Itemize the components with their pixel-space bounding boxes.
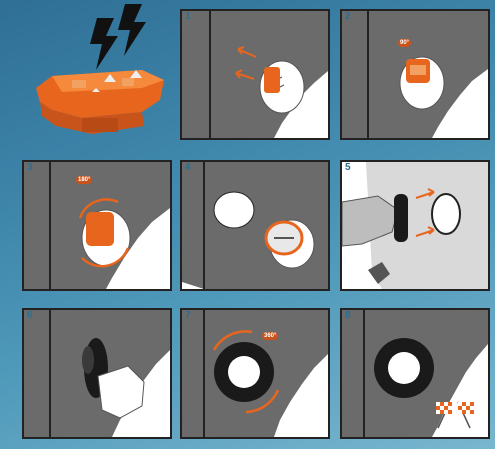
- plug-disc-icon: [266, 222, 302, 254]
- step-illustration: [24, 162, 170, 289]
- step-illustration: [182, 11, 328, 138]
- step-number: 3: [27, 163, 33, 173]
- step-number: 7: [185, 311, 191, 321]
- step-number: 2: [345, 12, 351, 22]
- step-illustration: [342, 310, 488, 437]
- step-illustration: [342, 11, 488, 138]
- step-number: 6: [27, 311, 33, 321]
- orange-tool-icon: [86, 212, 114, 246]
- orange-tool-icon: [264, 67, 280, 93]
- step-panel-2: 2 90°: [340, 9, 490, 140]
- lightning-bolt-icon: [90, 18, 118, 70]
- wall-hole-icon: [214, 192, 254, 228]
- step-panel-6: 6: [22, 308, 172, 439]
- black-seal-ring-icon: [374, 338, 434, 398]
- orange-tool-icon: [36, 70, 164, 134]
- step-number: 1: [185, 12, 191, 22]
- step-illustration: [24, 310, 170, 437]
- rotation-label: 360°: [262, 332, 278, 340]
- lightning-bolt-icon: [118, 4, 146, 56]
- step-number: 4: [185, 163, 191, 173]
- step-panel-8: 8: [340, 308, 490, 439]
- step-panel-5: 5: [340, 160, 490, 291]
- rotation-label: 90°: [398, 39, 411, 47]
- product-illustration: [22, 0, 172, 150]
- step-panel-4: 4: [180, 160, 330, 291]
- step-illustration: [342, 162, 488, 289]
- step-panel-7: 7 360°: [180, 308, 330, 439]
- step-number: 5: [345, 163, 351, 173]
- step-illustration: [182, 310, 328, 437]
- wall-hole-icon: [432, 194, 460, 234]
- step-illustration: [182, 162, 328, 289]
- rotation-label: 180°: [76, 176, 92, 184]
- step-panel-1: 1: [180, 9, 330, 140]
- black-seal-ring-icon: [394, 194, 408, 242]
- orange-tool-icon: [406, 59, 430, 83]
- step-number: 8: [345, 311, 351, 321]
- black-seal-ring-icon: [214, 342, 274, 402]
- step-panel-3: 3 180°: [22, 160, 172, 291]
